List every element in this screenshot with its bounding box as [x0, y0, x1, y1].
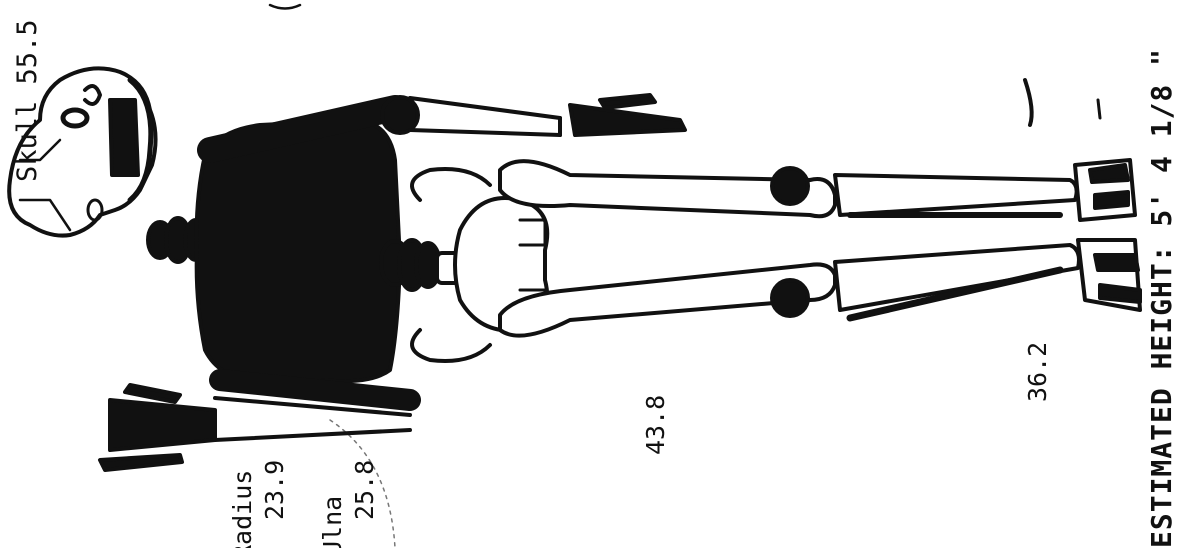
stray-mark-1 — [1025, 80, 1032, 125]
foot-lower — [1078, 240, 1140, 310]
femur-value: 43.8 — [643, 395, 668, 455]
patella-upper — [772, 168, 808, 204]
radius-value: 23.9 — [262, 460, 287, 520]
iliac-left — [412, 169, 490, 200]
elbow-upper — [382, 97, 418, 133]
estimated-height-label: ESTIMATED HEIGHT: 5' 4 1/8 " — [1148, 48, 1176, 548]
iliac-right — [412, 330, 490, 361]
patella-lower — [772, 280, 808, 316]
stray-mark-3 — [270, 5, 300, 9]
hand-lower — [100, 385, 215, 470]
tibia-upper-outline — [835, 175, 1077, 215]
foot-upper — [1075, 160, 1135, 220]
tibia-value: 36.2 — [1025, 342, 1050, 402]
hand-upper — [570, 95, 685, 135]
ulna-lower — [215, 430, 410, 440]
teeth — [110, 100, 138, 175]
humerus-lower — [220, 380, 410, 400]
lumbar-spine — [381, 240, 440, 290]
ulna-label: Ulna — [320, 496, 345, 548]
radius-upper — [410, 98, 560, 118]
ulna-upper — [410, 130, 560, 135]
ulna-value: 25.8 — [352, 460, 377, 520]
skull-measurement-label: Skull 55.5 — [14, 19, 41, 182]
radius-label: Radius — [230, 470, 255, 548]
stray-mark-2 — [1098, 100, 1100, 118]
